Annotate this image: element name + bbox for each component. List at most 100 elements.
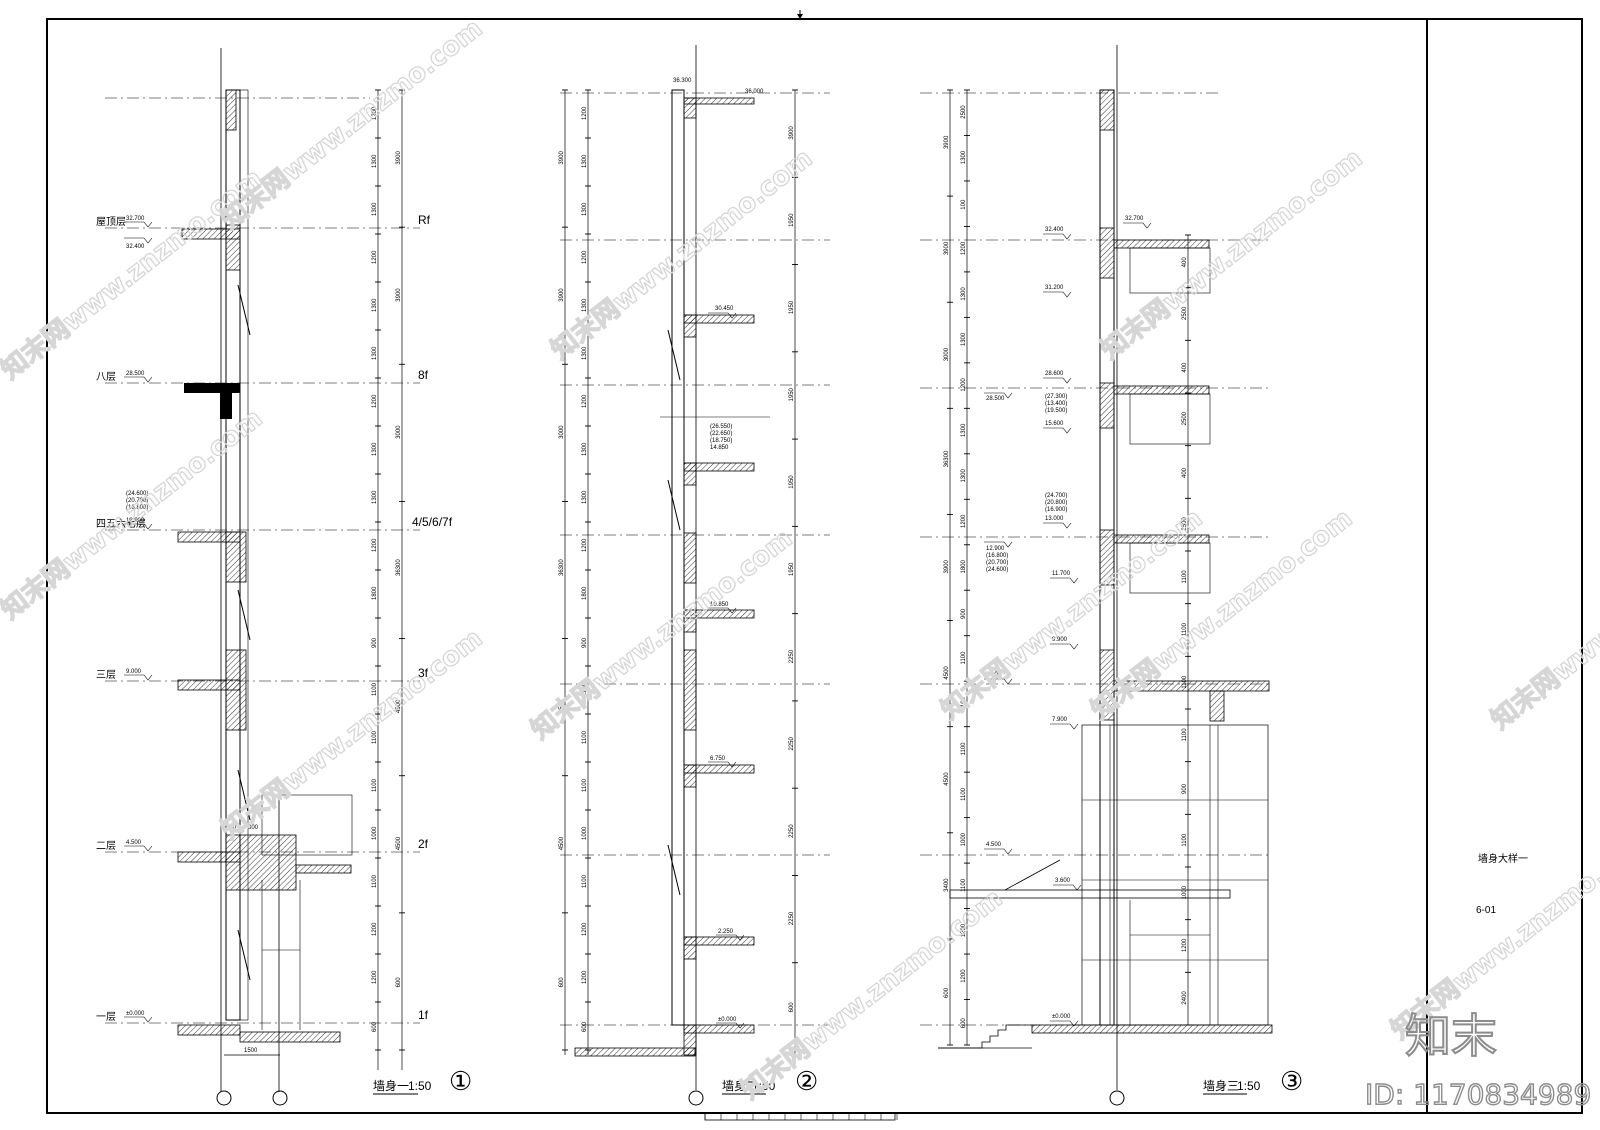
dimension-label: 1100: [961, 651, 967, 665]
dimension-label: 2500: [1182, 306, 1188, 320]
elevation-label: 9.000: [986, 672, 1002, 678]
floor-elevation: 4.500: [126, 840, 142, 846]
section-1-bottom-dim-800: 800: [248, 825, 259, 831]
section-3-label: 墙身三: [1203, 1078, 1239, 1093]
section-2-label: 墙身二: [722, 1078, 758, 1093]
dimension-label: 1800: [582, 586, 588, 600]
dimension-label: 1100: [1182, 728, 1188, 742]
dimension-label: 1100: [1182, 622, 1188, 636]
dimension-label: 2250: [789, 737, 795, 751]
elevation-label: 28.500: [986, 396, 1005, 402]
dimension-label: 3900: [396, 151, 402, 165]
dimension-label: 36300: [396, 559, 402, 576]
dimension-label: 3000: [944, 347, 950, 361]
dimension-label: 3400: [944, 878, 950, 892]
dimension-label: 600: [944, 987, 950, 998]
dimension-label: 3900: [944, 241, 950, 255]
floor-tag: 2f: [418, 837, 429, 851]
section-1-scale: 1:50: [408, 1079, 432, 1093]
floor-elevation-alt: (20.700): [126, 498, 148, 504]
floor-tag: Rf: [418, 213, 431, 227]
floor-elevation-alt: (24.600): [126, 491, 148, 497]
elevation-label: 9.900: [1052, 637, 1068, 643]
dimension-label: 600: [582, 1021, 588, 1032]
floor-name: 三层: [96, 669, 116, 681]
dimension-label: 1200: [1182, 938, 1188, 952]
dimension-label: 1100: [372, 778, 378, 792]
dimension-label: 1300: [372, 298, 378, 312]
dimension-label: 3900: [559, 288, 565, 302]
dimension-label: 1200: [372, 922, 378, 936]
dimension-label: 3000: [559, 425, 565, 439]
elevation-label: 28.600: [1045, 371, 1064, 377]
watermark-text: 知末网www.znzmo.com: [736, 883, 1008, 1105]
elevation-label: ±0.000: [718, 1017, 737, 1023]
dimension-label: 400: [1182, 257, 1188, 268]
dimension-label: 1300: [372, 490, 378, 504]
watermark-text: 知末网www.znzmo.com: [0, 403, 268, 625]
dimension-label: 1800: [961, 559, 967, 573]
dimension-label: 1300: [582, 202, 588, 216]
elevation-label: (20.700): [986, 560, 1008, 566]
dimension-label: 1000: [372, 826, 378, 840]
floor-name: 一层: [96, 1011, 116, 1023]
section-3-number: ③: [1280, 1066, 1303, 1096]
elevation-label: (24.600): [986, 567, 1008, 573]
dimension-label: 1100: [582, 778, 588, 792]
dimension-label: 900: [582, 637, 588, 648]
section-1-bottom-dim-300: 300: [226, 825, 237, 831]
elevation-label: 36.300: [673, 78, 692, 84]
elevation-label: 4.500: [986, 842, 1002, 848]
dimension-label: 1200: [372, 970, 378, 984]
elevation-label: 31.200: [1045, 285, 1064, 291]
dimension-label: 1300: [372, 442, 378, 456]
dimension-label: 1100: [372, 682, 378, 696]
dimension-label: 1200: [582, 250, 588, 264]
section-1-label: 墙身一: [373, 1078, 409, 1093]
dimension-label: 1200: [961, 514, 967, 528]
dimension-label: 1100: [961, 742, 967, 756]
watermark-text: 知末网www.znzmo.com: [1096, 143, 1368, 365]
dimension-label: 1200: [961, 969, 967, 983]
floor-tag: 3f: [418, 666, 429, 680]
section-1-bottom-dim-1500: 1500: [244, 1048, 258, 1054]
dimension-label: 4500: [396, 699, 402, 713]
dimension-label: 1200: [961, 923, 967, 937]
dimension-label: 1100: [372, 874, 378, 888]
dimension-label: 1300: [372, 154, 378, 168]
section-3-caption: 墙身三 1:50 ③: [1203, 1066, 1303, 1096]
dimension-label: 3900: [944, 559, 950, 573]
elevation-label: 11.700: [1052, 571, 1071, 577]
dimension-label: 1200: [372, 106, 378, 120]
floor-elevation: 9.000: [126, 669, 142, 675]
elevation-label: 15.600: [1045, 421, 1064, 427]
elevation-label: 14.850: [710, 445, 729, 451]
sheet-title: 墙身大样一: [1478, 852, 1528, 865]
dimension-label: 600: [789, 1002, 795, 1013]
dimension-label: 1300: [961, 332, 967, 346]
dimension-label: 3900: [559, 151, 565, 165]
floor-elevation: ±0.000: [126, 1011, 145, 1017]
dimension-label: 1300: [582, 346, 588, 360]
dimension-label: 4500: [396, 836, 402, 850]
dimension-label: 1300: [582, 154, 588, 168]
dimension-label: 1200: [372, 538, 378, 552]
dimension-label: 1100: [961, 787, 967, 801]
section-1-caption: 墙身一 1:50 ①: [373, 1066, 472, 1096]
elevation-label: (24.700): [1045, 493, 1067, 499]
dimension-label: 4500: [944, 772, 950, 786]
dimension-label: 3900: [789, 126, 795, 140]
dimension-label: 900: [372, 637, 378, 648]
section-2-caption: 墙身二 1:50 ②: [722, 1066, 818, 1096]
elevation-label: 12.900: [986, 546, 1005, 552]
dimension-label: 1200: [372, 394, 378, 408]
dimension-label: 400: [1182, 362, 1188, 373]
dimension-label: 100: [961, 199, 967, 210]
dimension-label: 1000: [961, 832, 967, 846]
dimension-label: 36300: [559, 559, 565, 576]
dimension-label: 1000: [1182, 885, 1188, 899]
dimension-label: 1200: [582, 394, 588, 408]
wall-section-3: 32.70032.40031.20028.60028.500(27.300)(1…: [920, 45, 1303, 1106]
dimension-label: 1100: [961, 878, 967, 892]
